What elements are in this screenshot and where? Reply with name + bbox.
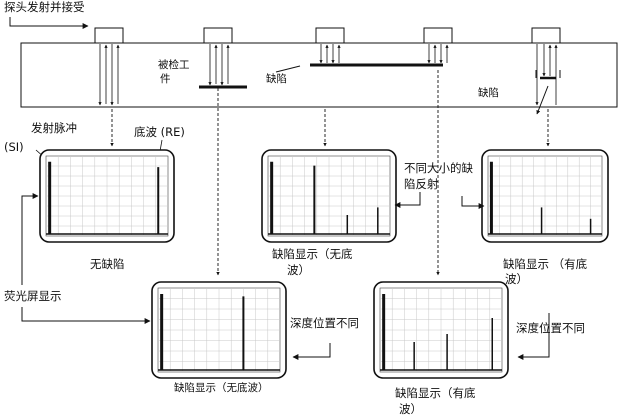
emit-arrow — [9, 17, 89, 29]
defect-label-a: 缺陷 — [266, 72, 287, 85]
si-label: (SI) — [4, 140, 24, 154]
screen-defect-no-bottom — [261, 149, 397, 243]
depth-diff-label-1: 深度位置不同 — [290, 316, 359, 330]
screen-defect-with-bottom — [481, 149, 609, 243]
caption-screen-1: 无缺陷 — [90, 257, 125, 271]
probe-3 — [315, 27, 345, 44]
diff-size-label-2: 陷反射 — [404, 177, 439, 191]
screen-arrow-right — [21, 307, 151, 324]
probe-5 — [531, 27, 561, 44]
caption-screen-2-line1: 缺陷显示（无底 — [272, 247, 353, 261]
beams-probe-5 — [535, 44, 558, 106]
caption-screen-4: 缺陷显示（无底波） — [174, 381, 269, 394]
probe-1 — [94, 27, 124, 44]
fluorescent-screen-label: 荧光屏显示 — [4, 289, 62, 303]
beams-probe-2 — [208, 44, 230, 86]
depth-diff-label-2: 深度位置不同 — [516, 321, 585, 335]
beams-probe-1 — [98, 44, 120, 106]
defect-pointer — [536, 85, 549, 115]
probe-4 — [423, 27, 453, 44]
caption-screen-2-line2: 波） — [287, 263, 310, 277]
bottom-wave-label: 底波 (RE) — [134, 125, 185, 139]
test-piece — [20, 42, 618, 108]
caption-screen-3-line2: 波） — [505, 272, 528, 286]
probe-2 — [203, 27, 233, 44]
test-piece-label-1: 被检工 — [158, 58, 190, 71]
test-piece-label-2: 件 — [160, 73, 171, 85]
dashed-connectors — [110, 70, 550, 276]
screen-deep-defect-with-bottom — [373, 281, 509, 379]
probe-emit-receive-label: 探头发射并接受 — [4, 0, 85, 14]
screen-arrow-up — [21, 193, 39, 285]
defect-label-b: 缺陷 — [478, 86, 499, 99]
beams-probe-4 — [427, 44, 449, 64]
relation-arrows — [292, 192, 550, 360]
diff-size-label-1: 不同大小的缺 — [404, 161, 473, 175]
caption-screen-5-line2: 波） — [399, 402, 422, 416]
screen-deep-defect-no-bottom — [151, 281, 287, 379]
emission-pulse-label: 发射脉冲 — [31, 121, 77, 135]
beams-probe-3 — [319, 44, 341, 64]
caption-screen-5-line1: 缺陷显示（有底 — [395, 386, 476, 400]
screen-no-defect — [39, 149, 175, 243]
caption-screen-3-line1: 缺陷显示 （有底 — [503, 257, 588, 271]
